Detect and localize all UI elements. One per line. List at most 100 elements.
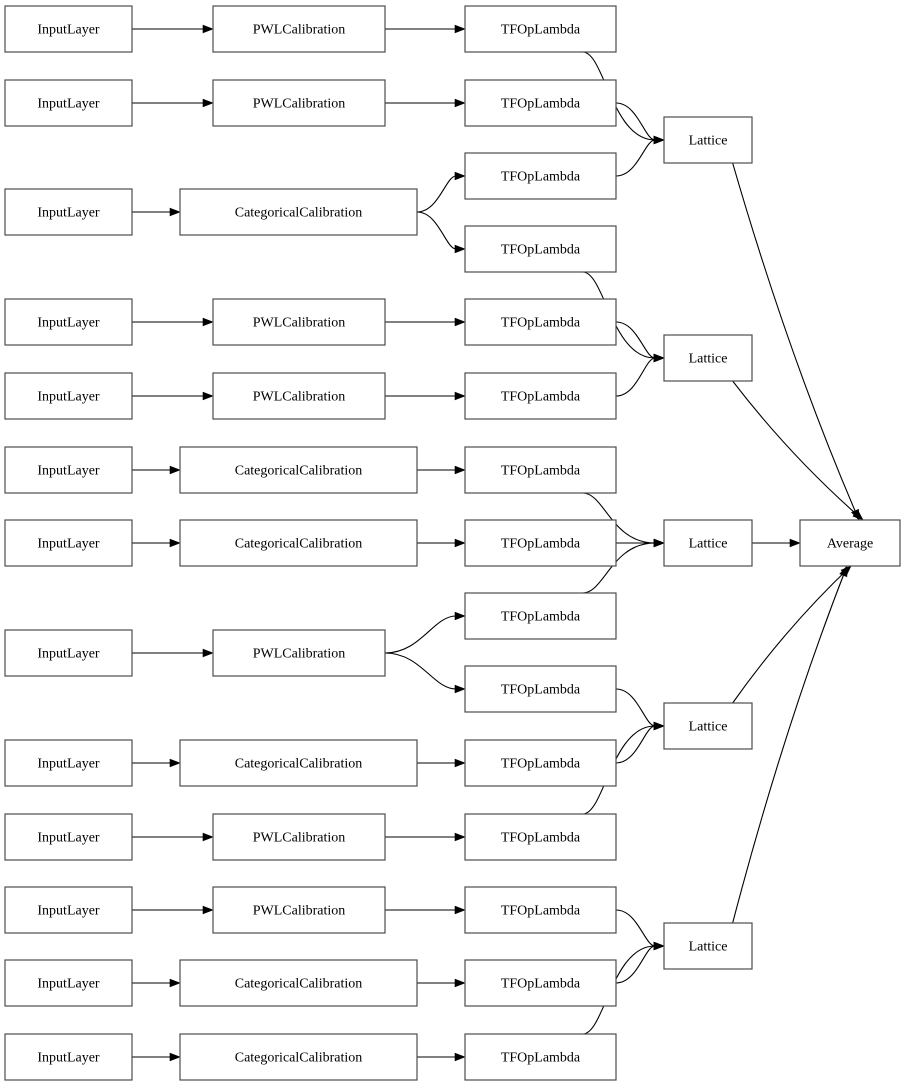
- node-input-layer-in5[interactable]: InputLayer: [4, 372, 133, 420]
- node-box[interactable]: [212, 372, 386, 420]
- node-tfop-lambda-lam7[interactable]: TFOpLambda: [464, 446, 617, 494]
- node-label: PWLCalibration: [253, 390, 346, 405]
- node-box[interactable]: [464, 152, 617, 200]
- node-box[interactable]: [4, 188, 133, 236]
- node-box[interactable]: [179, 446, 418, 494]
- node-categorical-calibration-cal9[interactable]: CategoricalCalibration: [179, 739, 418, 787]
- node-box[interactable]: [4, 5, 133, 53]
- node-input-layer-in11[interactable]: InputLayer: [4, 886, 133, 934]
- node-box[interactable]: [464, 5, 617, 53]
- node-box[interactable]: [4, 79, 133, 127]
- node-pwlcalibration-cal10[interactable]: PWLCalibration: [212, 813, 386, 861]
- node-input-layer-in12[interactable]: InputLayer: [4, 959, 133, 1007]
- arrowhead-icon: [454, 758, 466, 768]
- node-box[interactable]: [663, 519, 753, 567]
- node-categorical-calibration-cal6[interactable]: CategoricalCalibration: [179, 446, 418, 494]
- node-tfop-lambda-lam9[interactable]: TFOpLambda: [464, 592, 617, 640]
- node-average-avg[interactable]: Average: [799, 519, 901, 567]
- node-label: TFOpLambda: [501, 977, 581, 992]
- node-input-layer-in6[interactable]: InputLayer: [4, 446, 133, 494]
- node-box[interactable]: [663, 922, 753, 970]
- node-box[interactable]: [4, 739, 133, 787]
- node-box[interactable]: [212, 298, 386, 346]
- node-box[interactable]: [464, 959, 617, 1007]
- node-box[interactable]: [4, 372, 133, 420]
- node-box[interactable]: [799, 519, 901, 567]
- node-lattice-lat1[interactable]: Lattice: [663, 116, 753, 164]
- node-box[interactable]: [464, 298, 617, 346]
- node-categorical-calibration-cal13[interactable]: CategoricalCalibration: [179, 1033, 418, 1081]
- node-box[interactable]: [464, 1033, 617, 1081]
- node-tfop-lambda-lam12[interactable]: TFOpLambda: [464, 813, 617, 861]
- arrowhead-icon: [852, 510, 864, 521]
- node-pwlcalibration-cal11[interactable]: PWLCalibration: [212, 886, 386, 934]
- node-box[interactable]: [212, 79, 386, 127]
- node-pwlcalibration-cal2[interactable]: PWLCalibration: [212, 79, 386, 127]
- node-tfop-lambda-lam6[interactable]: TFOpLambda: [464, 372, 617, 420]
- node-box[interactable]: [212, 813, 386, 861]
- node-pwlcalibration-cal8[interactable]: PWLCalibration: [212, 629, 386, 677]
- node-box[interactable]: [464, 372, 617, 420]
- node-box[interactable]: [179, 188, 418, 236]
- node-box[interactable]: [179, 959, 418, 1007]
- node-box[interactable]: [464, 665, 617, 713]
- node-tfop-lambda-lam4[interactable]: TFOpLambda: [464, 225, 617, 273]
- node-box[interactable]: [4, 629, 133, 677]
- node-box[interactable]: [464, 79, 617, 127]
- node-box[interactable]: [464, 739, 617, 787]
- node-tfop-lambda-lam3[interactable]: TFOpLambda: [464, 152, 617, 200]
- node-box[interactable]: [663, 702, 753, 750]
- node-input-layer-in1[interactable]: InputLayer: [4, 5, 133, 53]
- node-categorical-calibration-cal12[interactable]: CategoricalCalibration: [179, 959, 418, 1007]
- node-pwlcalibration-cal1[interactable]: PWLCalibration: [212, 5, 386, 53]
- node-tfop-lambda-lam8[interactable]: TFOpLambda: [464, 519, 617, 567]
- node-box[interactable]: [663, 116, 753, 164]
- node-tfop-lambda-lam2[interactable]: TFOpLambda: [464, 79, 617, 127]
- node-box[interactable]: [179, 739, 418, 787]
- node-box[interactable]: [4, 1033, 133, 1081]
- node-box[interactable]: [464, 813, 617, 861]
- node-tfop-lambda-lam14[interactable]: TFOpLambda: [464, 959, 617, 1007]
- node-lattice-lat2[interactable]: Lattice: [663, 334, 753, 382]
- node-tfop-lambda-lam13[interactable]: TFOpLambda: [464, 886, 617, 934]
- node-pwlcalibration-cal5[interactable]: PWLCalibration: [212, 372, 386, 420]
- node-categorical-calibration-cal7[interactable]: CategoricalCalibration: [179, 519, 418, 567]
- node-categorical-calibration-cal3[interactable]: CategoricalCalibration: [179, 188, 418, 236]
- node-box[interactable]: [212, 886, 386, 934]
- node-box[interactable]: [4, 959, 133, 1007]
- node-input-layer-in7[interactable]: InputLayer: [4, 519, 133, 567]
- node-box[interactable]: [212, 629, 386, 677]
- node-tfop-lambda-lam11[interactable]: TFOpLambda: [464, 739, 617, 787]
- node-box[interactable]: [464, 886, 617, 934]
- node-tfop-lambda-lam5[interactable]: TFOpLambda: [464, 298, 617, 346]
- node-box[interactable]: [663, 334, 753, 382]
- node-box[interactable]: [464, 225, 617, 273]
- node-lattice-lat4[interactable]: Lattice: [663, 702, 753, 750]
- node-tfop-lambda-lam1[interactable]: TFOpLambda: [464, 5, 617, 53]
- node-box[interactable]: [464, 446, 617, 494]
- node-input-layer-in3[interactable]: InputLayer: [4, 188, 133, 236]
- node-box[interactable]: [212, 5, 386, 53]
- node-box[interactable]: [4, 519, 133, 567]
- node-box[interactable]: [4, 813, 133, 861]
- node-input-layer-in10[interactable]: InputLayer: [4, 813, 133, 861]
- arrowhead-icon: [202, 905, 214, 915]
- node-input-layer-in2[interactable]: InputLayer: [4, 79, 133, 127]
- node-box[interactable]: [4, 446, 133, 494]
- node-input-layer-in8[interactable]: InputLayer: [4, 629, 133, 677]
- node-label: PWLCalibration: [253, 316, 346, 331]
- node-input-layer-in4[interactable]: InputLayer: [4, 298, 133, 346]
- node-input-layer-in9[interactable]: InputLayer: [4, 739, 133, 787]
- node-lattice-lat3[interactable]: Lattice: [663, 519, 753, 567]
- node-box[interactable]: [464, 519, 617, 567]
- node-box[interactable]: [4, 886, 133, 934]
- node-box[interactable]: [4, 298, 133, 346]
- node-box[interactable]: [464, 592, 617, 640]
- node-box[interactable]: [179, 1033, 418, 1081]
- node-box[interactable]: [179, 519, 418, 567]
- node-tfop-lambda-lam15[interactable]: TFOpLambda: [464, 1033, 617, 1081]
- node-lattice-lat5[interactable]: Lattice: [663, 922, 753, 970]
- node-input-layer-in13[interactable]: InputLayer: [4, 1033, 133, 1081]
- node-pwlcalibration-cal4[interactable]: PWLCalibration: [212, 298, 386, 346]
- node-tfop-lambda-lam10[interactable]: TFOpLambda: [464, 665, 617, 713]
